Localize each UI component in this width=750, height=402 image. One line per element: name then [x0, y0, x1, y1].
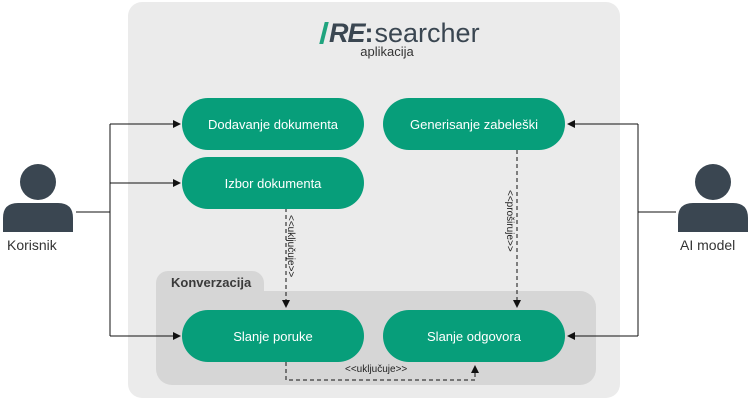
usecase-dodavanje-label: Dodavanje dokumenta	[207, 116, 339, 132]
actor-korisnik[interactable]	[1, 162, 75, 239]
usecase-izbor-label: Izbor dokumenta	[224, 175, 322, 191]
dashed-poruka-to-odgovor	[285, 362, 479, 381]
usecase-slanje-odgovora[interactable]: Slanje odgovora	[383, 310, 565, 362]
user-icon	[3, 164, 73, 232]
logo-re: RE	[329, 18, 366, 48]
user-icon	[678, 164, 748, 232]
actor-korisnik-label: Korisnik	[7, 237, 57, 253]
usecase-generisanje-zabeleski[interactable]: Generisanje zabeleški	[383, 98, 565, 150]
app-subtitle: aplikacija	[360, 44, 414, 59]
logo-colon: :	[364, 18, 374, 48]
usecase-izbor-dokumenta[interactable]: Izbor dokumenta	[182, 157, 364, 209]
usecase-dodavanje-dokumenta[interactable]: Dodavanje dokumenta	[182, 98, 364, 150]
stereotype-prosiruje: <<proširuje>>	[504, 190, 515, 252]
logo-text: searcher	[374, 18, 480, 48]
app-logo: RE : searcher	[319, 18, 480, 48]
actor-ai-model[interactable]	[676, 162, 750, 239]
actor-ai-model-label: AI model	[680, 237, 736, 253]
usecase-generisanje-label: Generisanje zabeleški	[410, 116, 538, 132]
stereotype-ukljucuje-vertical: <<uključuje>>	[285, 215, 296, 278]
usecase-slanje-odgovora-label: Slanje odgovora	[427, 328, 521, 344]
usecase-slanje-poruke[interactable]: Slanje poruke	[182, 310, 364, 362]
usecase-slanje-poruke-label: Slanje poruke	[233, 328, 313, 344]
group-label: Konverzacija	[171, 275, 252, 290]
stereotype-ukljucuje-horizontal: <<uključuje>>	[345, 364, 408, 375]
